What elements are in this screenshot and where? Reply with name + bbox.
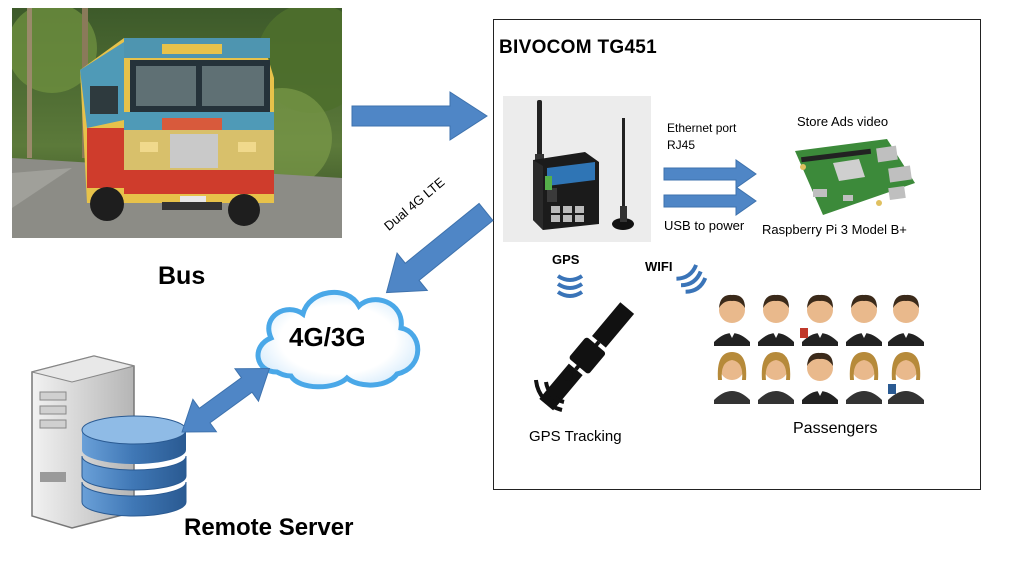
raspberry-pi-label: Raspberry Pi 3 Model B+	[762, 222, 907, 237]
passengers-label: Passengers	[793, 420, 878, 437]
remote-server-icon	[22, 352, 192, 532]
cloud-label: 4G/3G	[289, 322, 366, 352]
cloud-icon	[247, 276, 427, 396]
gps-signal-icon	[555, 272, 585, 304]
device-title: BIVOCOM TG451	[499, 37, 658, 58]
wifi-signal-icon	[674, 264, 710, 296]
lte-arrow	[385, 202, 494, 294]
gps-tracking-label: GPS Tracking	[529, 428, 622, 445]
satellite-icon	[528, 300, 640, 416]
bus-to-device-arrow	[351, 91, 488, 141]
ads-label: Store Ads video	[797, 114, 889, 129]
ethernet-label-line2: RJ45	[667, 138, 696, 152]
passengers-icon	[712, 288, 926, 404]
usb-label: USB to power	[664, 218, 745, 233]
remote-server-label: Remote Server	[184, 514, 354, 541]
raspberry-pi-photo	[793, 137, 917, 217]
usb-arrow	[663, 186, 757, 216]
ethernet-label: Ethernet port RJ45	[667, 120, 736, 154]
bus-photo	[7, 3, 367, 238]
gps-label: GPS	[552, 252, 580, 267]
cloud-server-arrow	[181, 368, 271, 433]
ethernet-arrow	[663, 159, 757, 189]
bus-label: Bus	[158, 262, 206, 290]
ethernet-label-line1: Ethernet port	[667, 121, 737, 135]
router-photo	[503, 96, 651, 242]
wifi-label: WIFI	[645, 259, 673, 274]
